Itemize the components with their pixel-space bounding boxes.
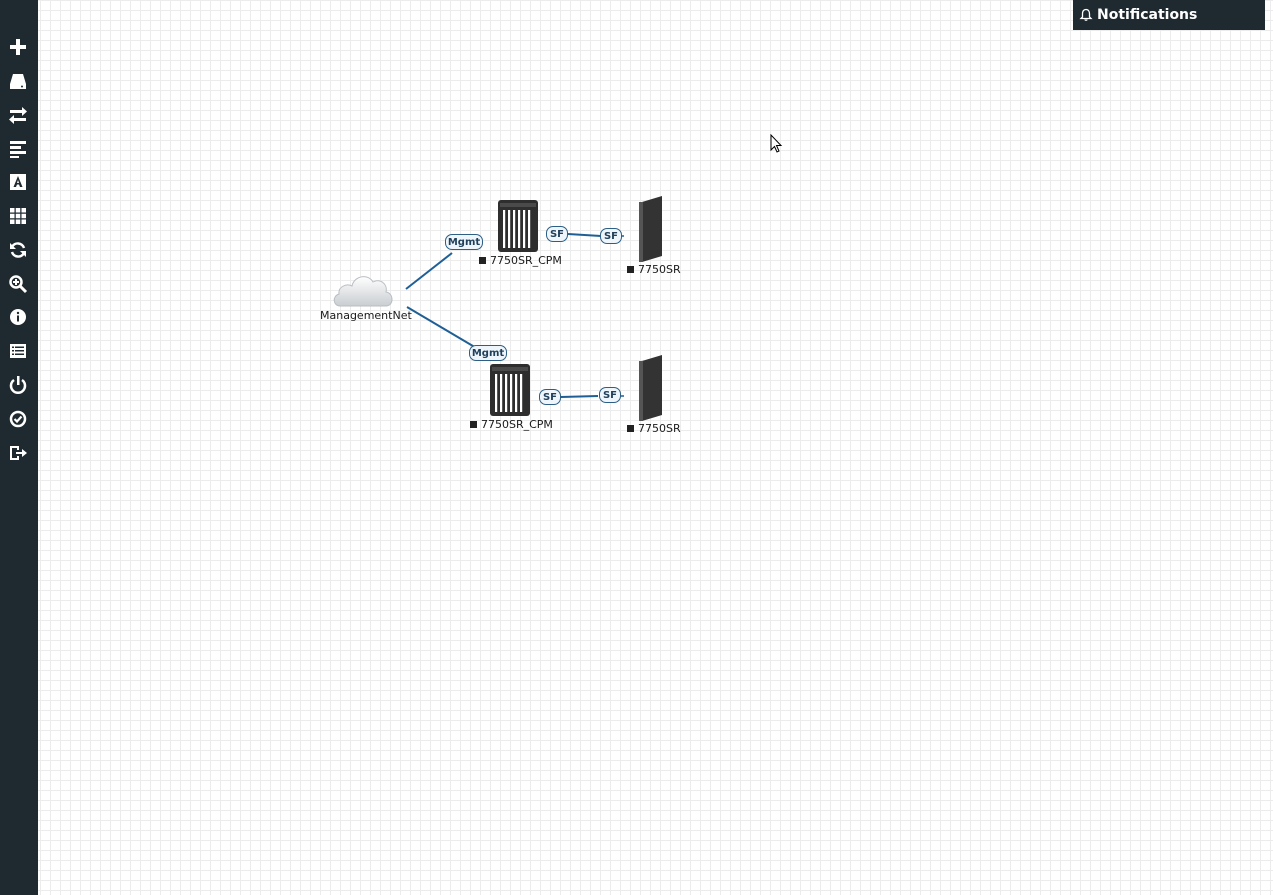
refresh-icon: [10, 242, 26, 258]
topology-canvas[interactable]: ManagementNet 7750SR_CPM 7750SR_CPM: [38, 0, 1273, 895]
port-sf-bottom-b[interactable]: SF: [599, 387, 621, 403]
zoom-in-icon: [9, 275, 28, 294]
validate-button[interactable]: [5, 406, 31, 432]
grid-icon: [10, 208, 26, 224]
add-node-button[interactable]: [5, 34, 31, 60]
status-square: [470, 421, 477, 428]
left-toolbar: [0, 0, 38, 895]
align-left-icon: [10, 141, 26, 158]
port-sf-bottom-a[interactable]: SF: [539, 389, 561, 405]
align-button[interactable]: [5, 135, 31, 161]
zoom-button[interactable]: [5, 271, 31, 297]
cloud-node-managementnet[interactable]: [330, 270, 396, 310]
port-mgmt-top[interactable]: Mgmt: [445, 234, 483, 250]
grid-button[interactable]: [5, 203, 31, 229]
card-7750sr-top[interactable]: [638, 196, 664, 262]
link-mgmt-bottom[interactable]: [406, 306, 479, 350]
text-button[interactable]: [5, 169, 31, 195]
card-7750sr-bottom-label: 7750SR: [627, 422, 681, 435]
list-button[interactable]: [5, 338, 31, 364]
info-button[interactable]: [5, 304, 31, 330]
info-icon: [10, 309, 26, 325]
hard-drive-icon: [10, 74, 26, 89]
notifications-label: Notifications: [1097, 7, 1198, 23]
text-font-icon: [10, 174, 26, 190]
link-sf-top[interactable]: [567, 233, 602, 237]
router-cpm-top-label: 7750SR_CPM: [479, 254, 562, 267]
chassis-icon: [490, 364, 530, 416]
bell-icon: [1079, 8, 1093, 21]
power-button[interactable]: [5, 372, 31, 398]
link-sf-bottom[interactable]: [560, 395, 599, 398]
line-card-icon: [639, 355, 662, 421]
exchange-icon: [9, 107, 27, 124]
port-mgmt-bottom[interactable]: Mgmt: [469, 345, 507, 361]
cloud-label: ManagementNet: [320, 309, 412, 322]
list-icon: [10, 344, 26, 358]
cloud-icon: [333, 276, 393, 307]
chassis-icon: [498, 200, 538, 252]
status-square: [479, 257, 486, 264]
exit-button[interactable]: [5, 440, 31, 466]
links-layer: [405, 233, 624, 398]
router-cpm-top[interactable]: [498, 200, 538, 252]
card-7750sr-top-label: 7750SR: [627, 263, 681, 276]
link-button[interactable]: [5, 101, 31, 127]
port-sf-top-a[interactable]: SF: [546, 226, 568, 242]
notifications-button[interactable]: Notifications: [1073, 0, 1265, 30]
router-cpm-bottom[interactable]: [490, 364, 530, 416]
port-sf-top-b[interactable]: SF: [600, 228, 622, 244]
sign-out-icon: [10, 446, 27, 460]
plus-icon: [10, 39, 26, 55]
power-icon: [9, 376, 27, 394]
link-mgmt-top[interactable]: [405, 252, 453, 290]
mouse-cursor-icon: [770, 134, 783, 153]
device-button[interactable]: [5, 68, 31, 94]
check-circle-icon: [9, 410, 27, 428]
line-card-icon: [639, 196, 662, 262]
status-square: [627, 266, 634, 273]
refresh-button[interactable]: [5, 237, 31, 263]
status-square: [627, 425, 634, 432]
router-cpm-bottom-label: 7750SR_CPM: [470, 418, 553, 431]
card-7750sr-bottom[interactable]: [638, 355, 664, 421]
